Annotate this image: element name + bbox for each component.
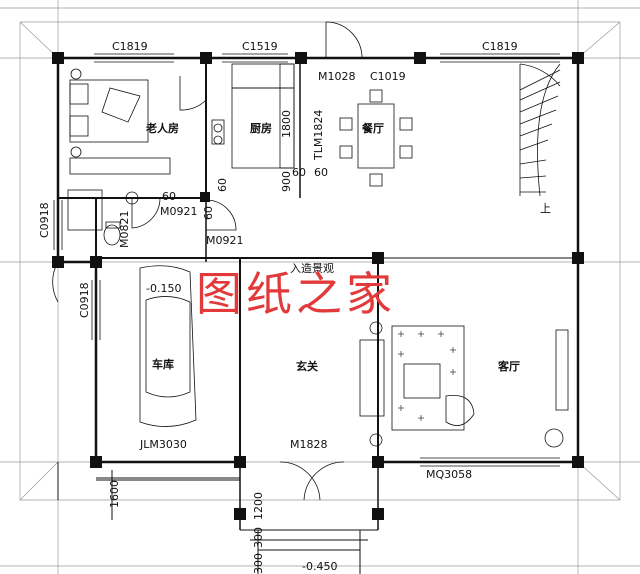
windows (53, 53, 560, 467)
room-label-dining: 餐厅 (361, 121, 384, 135)
dim-60-kitchen-a: 60 (292, 166, 306, 179)
room-label-kitchen: 厨房 (250, 121, 272, 135)
window-code-c0918-upper: C0918 (38, 202, 51, 238)
bed (69, 68, 171, 175)
door-code-m0921-upper: M0921 (160, 205, 198, 218)
dim-60-bath-b: 60 (216, 178, 229, 192)
door-code-m0821: M0821 (118, 211, 131, 249)
dim-1600: 1600 (108, 480, 121, 508)
dim-60-bath-c: 60 (202, 206, 215, 220)
watermark: 图纸之家 (196, 267, 396, 321)
bathroom-fixtures (67, 189, 139, 246)
stair-up-mark: 上 (540, 202, 551, 215)
window-code-c0918-lower: C0918 (78, 282, 91, 318)
stair (519, 63, 561, 197)
room-label-living: 客厅 (497, 359, 520, 373)
dim-300-a: 300 (252, 527, 265, 548)
window-code-c1819-right: C1819 (482, 40, 518, 53)
rug-pattern (398, 331, 456, 421)
window-code-c1819-left: C1819 (112, 40, 148, 53)
window-code-c1519: C1519 (242, 40, 278, 53)
dim-900: 900 (280, 171, 293, 192)
dining-table (339, 89, 413, 187)
door-code-tlm1824: TLM1824 (312, 110, 325, 161)
door-code-m0921-lower: M0921 (206, 234, 244, 247)
level-garage: -0.150 (146, 282, 181, 295)
dim-60-bath-a: 60 (162, 190, 176, 203)
window-code-c1019: C1019 (370, 70, 406, 83)
room-label-foyer: 玄关 (296, 359, 318, 373)
door-code-jlm3030: JLM3030 (139, 438, 187, 451)
door-code-m1828: M1828 (290, 438, 328, 451)
door-code-m1028: M1028 (318, 70, 356, 83)
room-label-elderly: 老人房 (145, 121, 179, 135)
doors (52, 21, 363, 501)
dim-1800: 1800 (280, 110, 293, 138)
landscape-label: 入造景观 (290, 261, 334, 275)
car (139, 265, 197, 427)
sofa-set (359, 321, 569, 448)
kitchen-counter (211, 63, 295, 169)
columns (52, 52, 584, 520)
level-entry: -0.450 (302, 560, 337, 573)
dim-1200: 1200 (252, 492, 265, 520)
room-label-garage: 车库 (152, 357, 174, 371)
dim-300-b: 300 (252, 553, 265, 574)
door-code-mq3058: MQ3058 (426, 468, 472, 481)
dim-60-kitchen-b: 60 (314, 166, 328, 179)
